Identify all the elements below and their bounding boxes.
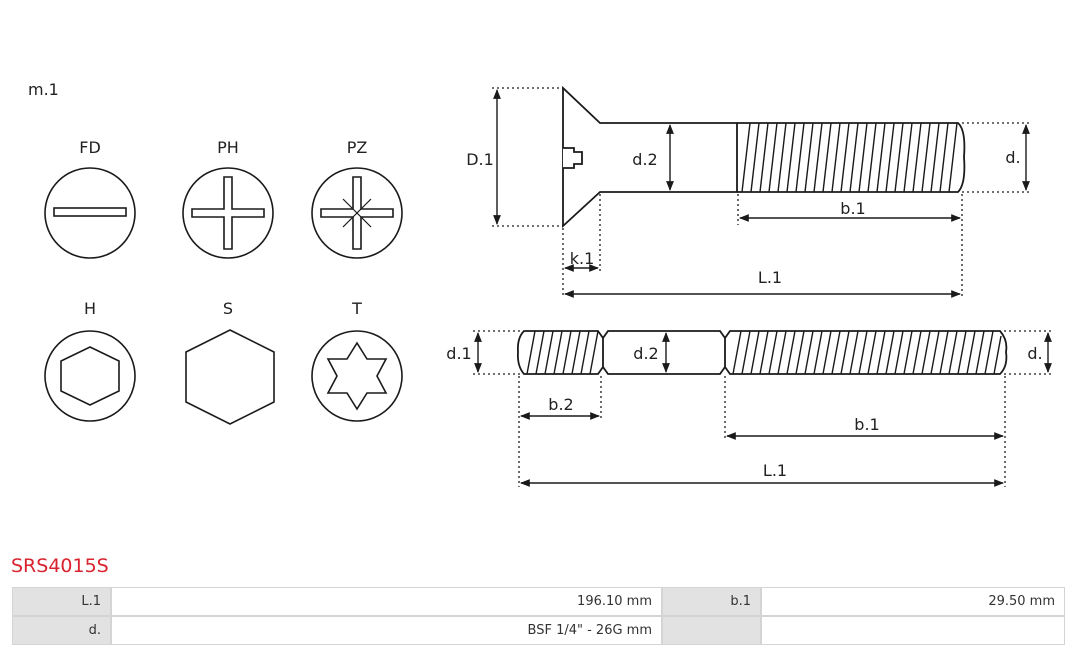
spec-value-b1: 29.50 mm [760,586,1066,617]
technical-drawing: m.1 FD PH PZ H S [28,80,1052,487]
spec-value-empty [760,615,1066,646]
screw-thread-hatch [741,122,958,193]
spec-value-d: BSF 1/4" - 26G mm [110,615,663,646]
screw-shank-diameter-label: d.2 [632,150,657,169]
stud-thread-hatch [526,330,1002,375]
legend-title: m.1 [28,80,59,99]
hex-socket-icon [44,330,136,422]
drive-label-fd: FD [79,138,101,157]
stud-shank-diameter-label: d.2 [633,344,658,363]
spec-value-l1: 196.10 mm [110,586,663,617]
drive-legend: m.1 FD PH PZ H S [28,80,403,425]
spec-label-d: d. [11,615,112,646]
drive-label-t: T [351,299,362,318]
spec-label-b1: b.1 [661,586,762,617]
screw-head-diameter-label: D.1 [466,150,494,169]
spec-label-empty [661,615,762,646]
hex-head-icon [185,329,275,425]
screw-head-height-label: k.1 [570,249,595,268]
flat-slot-icon [44,167,136,259]
stud-left-thread-length-label: b.2 [548,395,573,414]
spec-label-l1: L.1 [11,586,112,617]
spec-table: L.1 196.10 mm b.1 29.50 mm d. BSF 1/4" -… [11,586,1066,646]
drive-label-h: H [84,299,96,318]
drive-label-s: S [223,299,233,318]
phillips-icon [182,167,274,259]
table-row: d. BSF 1/4" - 26G mm [11,615,1066,646]
stud-right-diameter-label: d. [1027,344,1042,363]
screw-drawing: D.1 d.2 d. b.1 k.1 L.1 [466,85,1030,298]
table-row: L.1 196.10 mm b.1 29.50 mm [11,586,1066,617]
drive-label-ph: PH [217,138,239,157]
drive-label-pz: PZ [347,138,368,157]
pozidriv-icon [311,167,403,259]
stud-drawing: d.1 d.2 d. b.2 b.1 L.1 [446,330,1052,487]
screw-thread-length-label: b.1 [840,199,865,218]
screw-total-length-label: L.1 [758,268,782,287]
screw-thread-diameter-label: d. [1005,148,1020,167]
torx-icon [311,330,403,422]
stud-left-diameter-label: d.1 [446,344,471,363]
stud-total-length-label: L.1 [763,461,787,480]
product-code: SRS4015S [11,555,109,577]
stud-right-thread-length-label: b.1 [854,415,879,434]
